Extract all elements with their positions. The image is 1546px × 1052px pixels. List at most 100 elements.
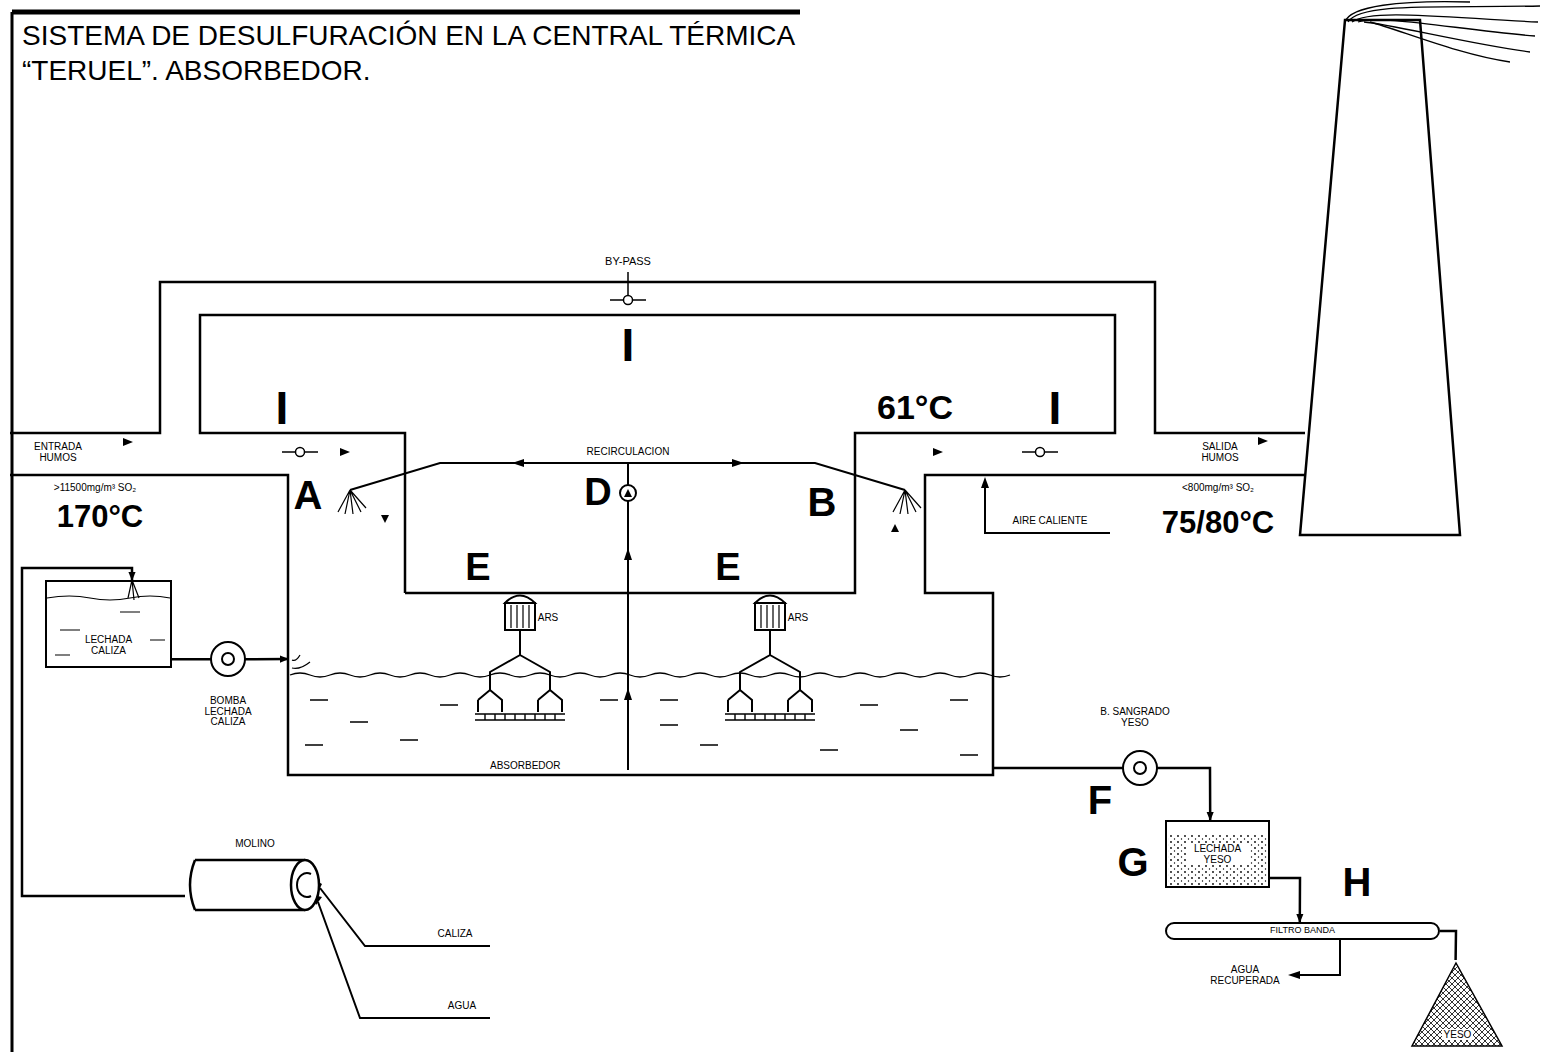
bypass-label: BY-PASS xyxy=(605,256,651,268)
gypsum-tank: LECHADA YESO xyxy=(1165,820,1270,888)
diagram-title: SISTEMA DE DESULFURACIÓN EN LA CENTRAL T… xyxy=(22,18,802,88)
node-text: YESO xyxy=(1442,1029,1474,1040)
drawing-stroke xyxy=(55,612,165,655)
drawing-stroke xyxy=(1358,20,1535,36)
drawing-stroke xyxy=(891,524,899,532)
drawing-stroke xyxy=(11,12,14,1052)
drawing-stroke xyxy=(290,673,1010,677)
drawing-stroke xyxy=(1123,751,1157,785)
node-text: ABSORBEDOR xyxy=(488,760,563,771)
concentration-label: >11500mg/m³ SO₂ xyxy=(54,483,136,494)
drawing-stroke xyxy=(305,700,978,755)
node-text: FILTRO BANDA xyxy=(1268,926,1337,936)
drawing-stroke xyxy=(123,437,1300,979)
drawing-stroke xyxy=(1370,22,1510,62)
drawing-stroke xyxy=(627,463,629,770)
input-label: CALIZA xyxy=(437,929,472,940)
concentration-label: <800mg/m³ SO₂ xyxy=(1182,483,1254,494)
belt-filter: FILTRO BANDA xyxy=(1165,922,1440,940)
drawing-stroke xyxy=(200,315,1115,593)
callout-letter: I xyxy=(1049,384,1062,432)
callout-letter: F xyxy=(1088,779,1112,821)
node-text: LECHADA CALIZA xyxy=(77,634,141,656)
callout-letter: E xyxy=(715,548,740,588)
drawing-stroke xyxy=(338,490,366,514)
pipe-connector xyxy=(22,568,185,896)
callout-letter: B xyxy=(808,481,837,523)
drawing-stroke xyxy=(1300,20,1460,535)
water-label: AGUA RECUPERADA xyxy=(1205,965,1285,986)
drawing-stroke xyxy=(1168,834,1267,885)
flow-label: ENTRADA HUMOS xyxy=(32,442,84,463)
drawing-stroke xyxy=(985,480,1110,533)
gypsum-pile: YESO xyxy=(1410,960,1505,1048)
drawing-stroke xyxy=(1134,762,1146,774)
mill-end xyxy=(291,860,319,910)
drawing-stroke xyxy=(1036,448,1045,457)
node-text: MOLINO xyxy=(233,838,276,849)
pipe-label: RECIRCULACION xyxy=(587,447,670,458)
drawing-stroke xyxy=(282,272,1058,452)
drawing-stroke xyxy=(211,485,1157,785)
callout-letter: A xyxy=(294,474,323,516)
flow-label: SALIDA HUMOS xyxy=(1194,442,1246,463)
callout-letter: E xyxy=(465,548,490,588)
drawing-stroke xyxy=(12,10,800,15)
pile-outline xyxy=(1412,963,1502,1046)
drawing-stroke xyxy=(620,485,636,501)
callout-letter: I xyxy=(622,321,635,369)
mill-body xyxy=(190,860,305,910)
drawing-stroke xyxy=(475,596,565,721)
drawing-stroke xyxy=(318,888,490,1018)
drawing-stroke xyxy=(893,490,921,514)
mill: MOLINO xyxy=(185,838,325,916)
drawing-stroke xyxy=(624,489,632,497)
pump-label: B. SANGRADO YESO xyxy=(1090,707,1180,728)
drawing-stroke xyxy=(1352,15,1538,22)
callout-letter: D xyxy=(584,473,611,513)
temperature-label: 61°C xyxy=(877,390,953,426)
drawing-stroke xyxy=(10,475,1305,775)
drawing-stroke xyxy=(624,296,633,305)
pipe-connector xyxy=(1440,931,1456,960)
drawing-stroke xyxy=(128,580,139,600)
callout-letter: I xyxy=(276,384,289,432)
part-label: ARS xyxy=(538,613,559,624)
air-label: AIRE CALIENTE xyxy=(1012,516,1087,527)
pipe-connector xyxy=(1270,878,1300,922)
drawing-stroke xyxy=(10,282,1305,433)
drawing-stroke xyxy=(1295,940,1340,975)
callout-letter: G xyxy=(1117,841,1148,883)
mill-drum xyxy=(185,838,325,916)
temperature-label: 170°C xyxy=(57,501,144,534)
drawing-stroke xyxy=(282,272,1058,457)
drawing-stroke xyxy=(222,653,234,665)
drawing-stroke xyxy=(123,438,133,446)
drawing-stroke xyxy=(10,282,1305,775)
drawing-stroke xyxy=(47,596,170,600)
drawing-stroke xyxy=(292,655,310,668)
temperature-label: 75/80°C xyxy=(1162,507,1274,540)
part-label: ARS xyxy=(788,613,809,624)
pump-label: BOMBA LECHADA CALIZA xyxy=(199,696,257,728)
callout-letter: H xyxy=(1343,861,1372,903)
drawing-stroke xyxy=(381,515,389,523)
drawing-stroke xyxy=(211,642,245,676)
slurry-tank: LECHADA CALIZA xyxy=(45,580,172,668)
absorber-tank: ABSORBEDOR xyxy=(288,593,993,775)
drawing-stroke xyxy=(296,448,305,457)
drawing-stroke xyxy=(340,448,350,456)
drawing-stroke xyxy=(933,448,943,456)
drawing-stroke xyxy=(1345,2,1540,62)
drawing-stroke xyxy=(1258,437,1268,445)
input-label: AGUA xyxy=(448,1001,476,1012)
drawing-stroke xyxy=(1345,2,1470,22)
node-text: LECHADA YESO xyxy=(1186,843,1250,865)
mill-mouth xyxy=(297,873,311,897)
pipe-connector xyxy=(993,768,1210,820)
drawing-stroke xyxy=(725,596,815,721)
